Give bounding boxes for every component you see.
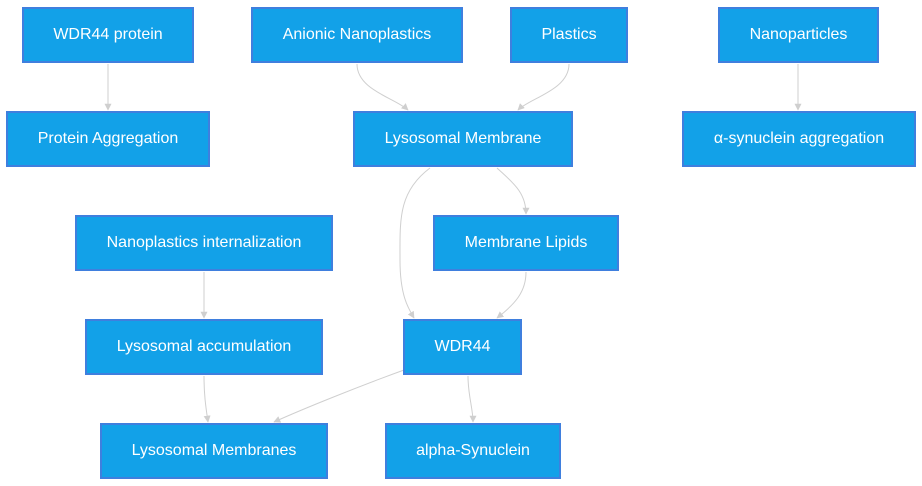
- edge-wdr44-to-lysosomal-membranes: [273, 369, 405, 423]
- node-nanoparticles[interactable]: Nanoparticles: [718, 7, 879, 63]
- edge-membrane-lipids-to-wdr44: [496, 271, 527, 319]
- edge-plastics-to-lysosomal-membrane: [517, 63, 570, 111]
- node-nanoplastics-internalization[interactable]: Nanoplastics internalization: [75, 215, 333, 271]
- node-alpha-synuclein[interactable]: alpha-Synuclein: [385, 423, 561, 479]
- node-plastics[interactable]: Plastics: [510, 7, 628, 63]
- node-alpha-synuclein-aggregation[interactable]: α-synuclein aggregation: [682, 111, 916, 167]
- edge-lysosomal-accumulation-to-lysosomal-membranes: [203, 375, 211, 423]
- edge-lysosomal-membrane-to-wdr44: [399, 167, 431, 319]
- node-wdr44[interactable]: WDR44: [403, 319, 522, 375]
- node-membrane-lipids[interactable]: Membrane Lipids: [433, 215, 619, 271]
- node-lysosomal-accumulation[interactable]: Lysosomal accumulation: [85, 319, 323, 375]
- edge-anionic-nanoplastics-to-lysosomal-membrane: [356, 63, 409, 111]
- node-protein-aggregation[interactable]: Protein Aggregation: [6, 111, 210, 167]
- edge-wdr44-to-alpha-synuclein: [467, 375, 477, 423]
- node-lysosomal-membranes[interactable]: Lysosomal Membranes: [100, 423, 328, 479]
- edge-lysosomal-membrane-to-membrane-lipids: [496, 167, 530, 215]
- node-lysosomal-membrane[interactable]: Lysosomal Membrane: [353, 111, 573, 167]
- node-anionic-nanoplastics[interactable]: Anionic Nanoplastics: [251, 7, 463, 63]
- node-wdr44-protein[interactable]: WDR44 protein: [22, 7, 194, 63]
